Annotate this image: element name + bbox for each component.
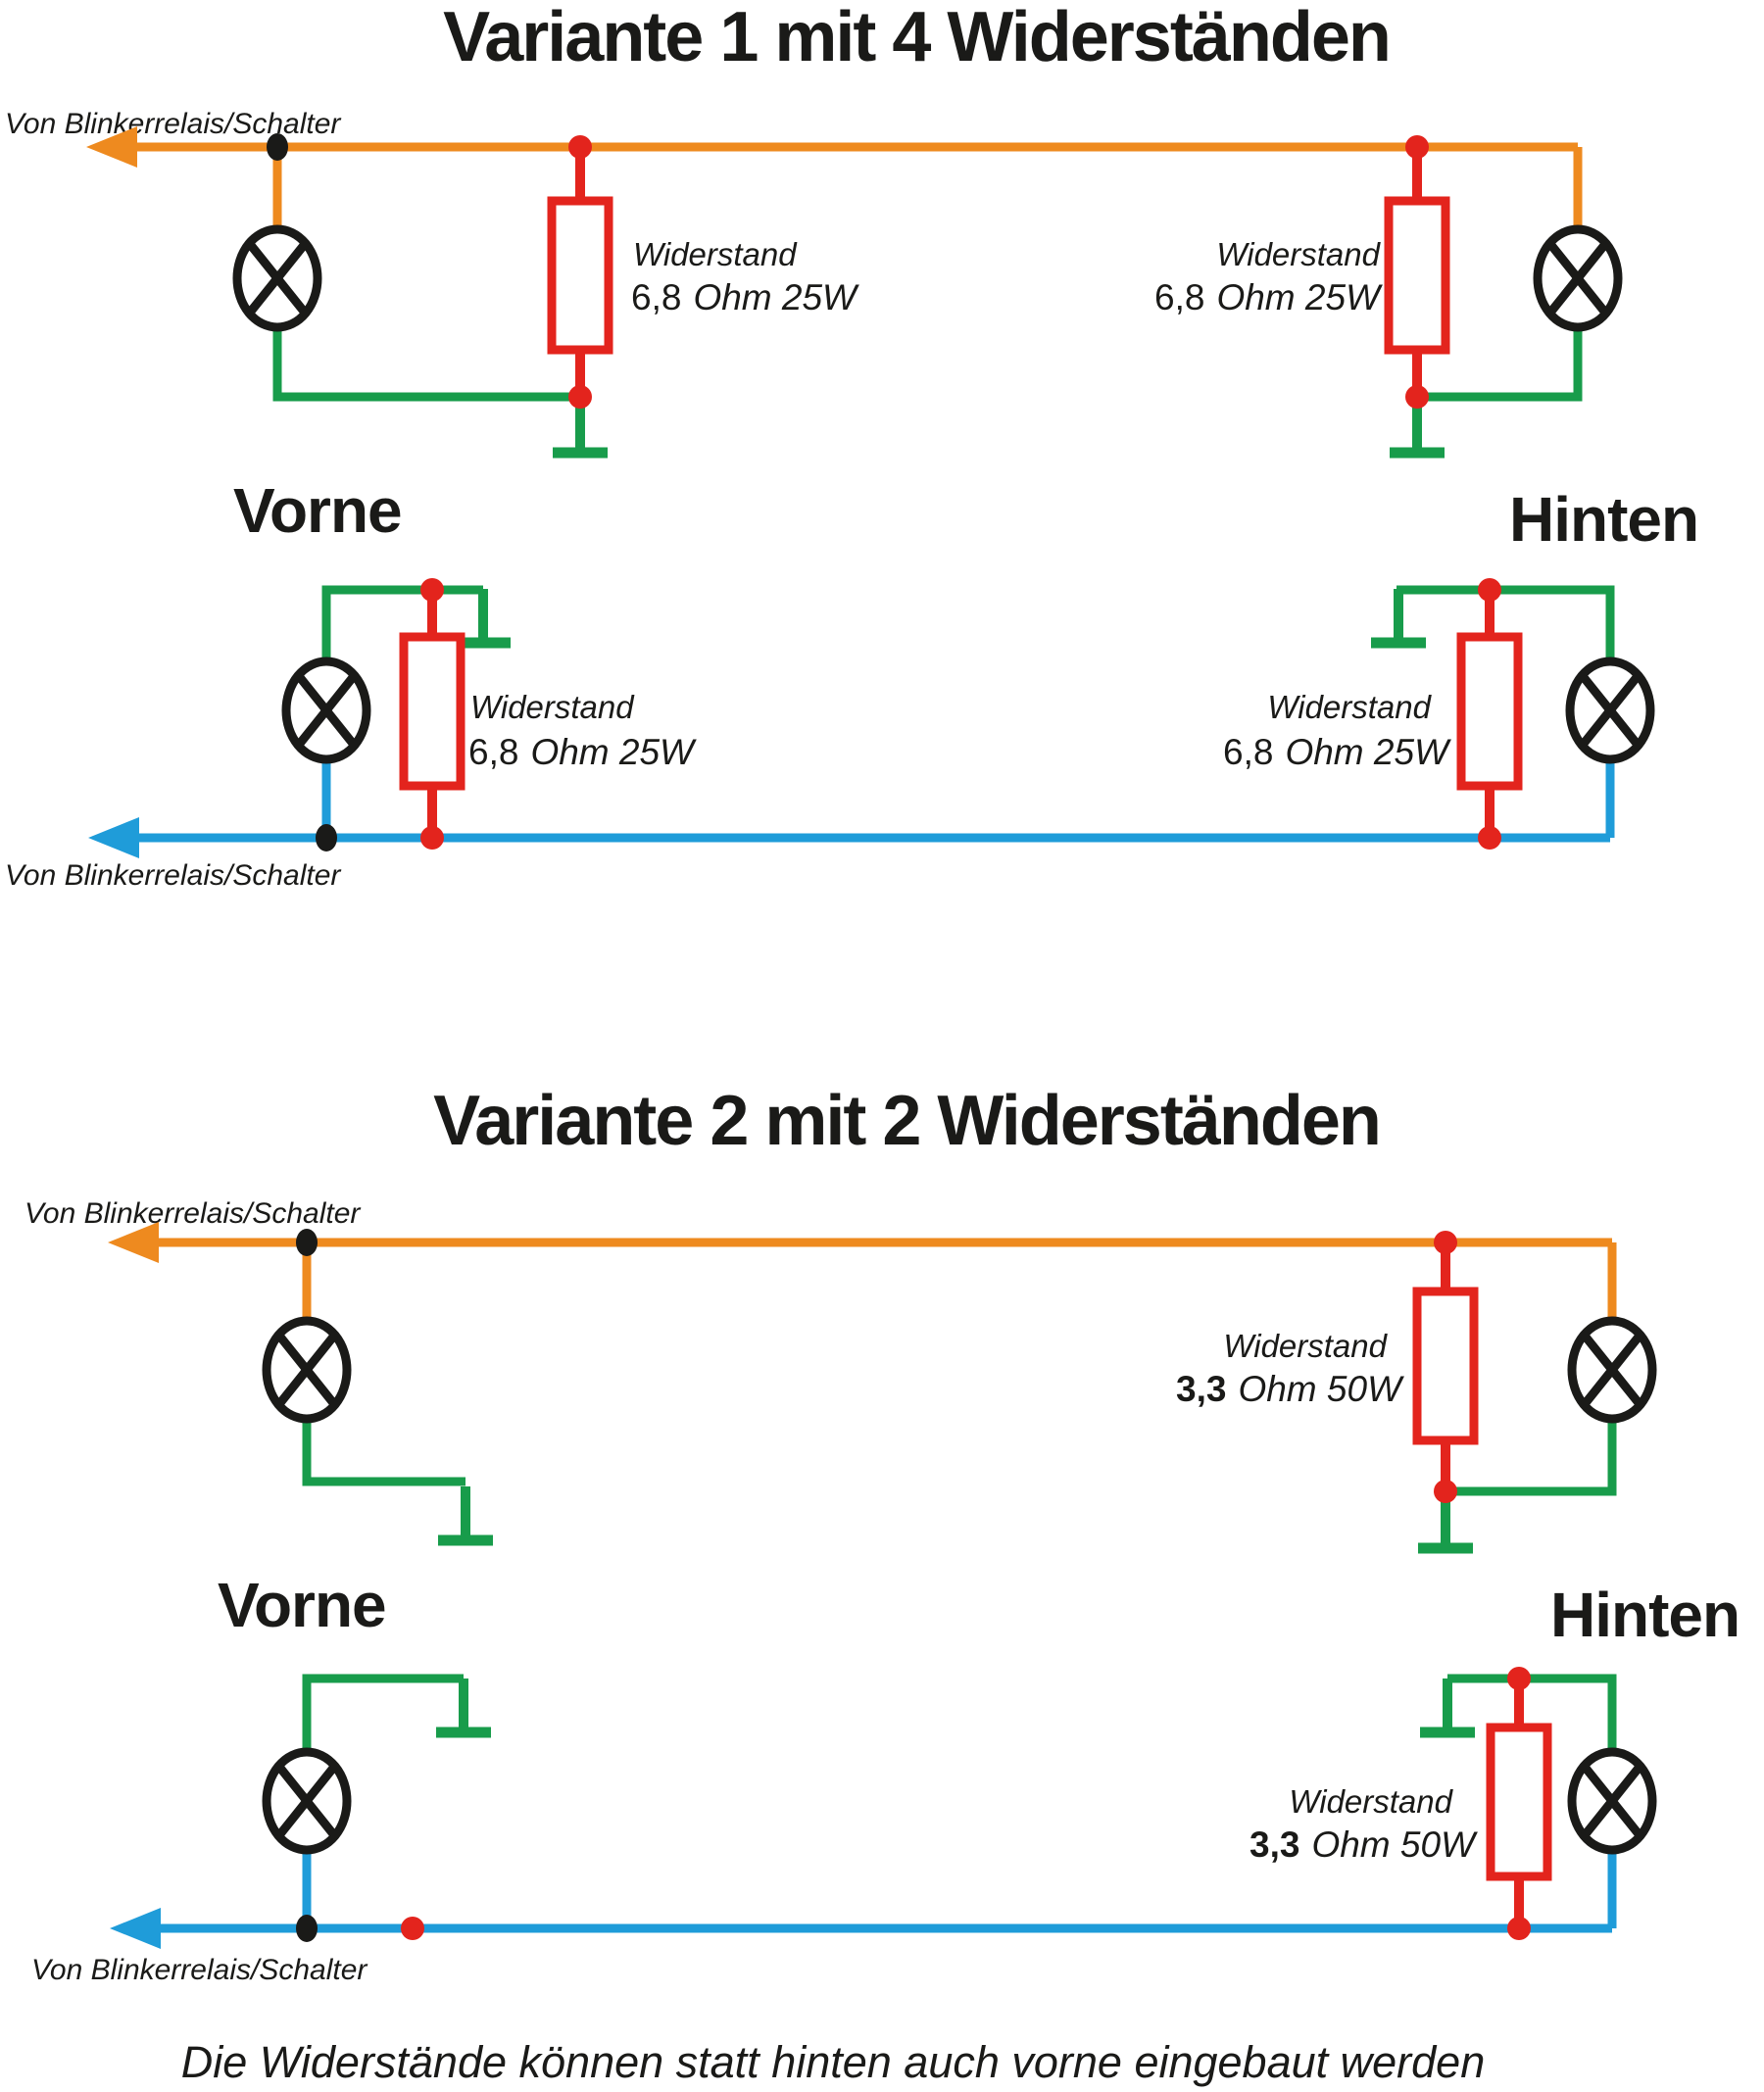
resistor-value: 6,8 xyxy=(1154,277,1204,317)
junction-dot-red xyxy=(1478,578,1501,602)
resistor-unit: Ohm 25W xyxy=(1216,277,1383,317)
variant2-bottom-circuit xyxy=(110,1667,1652,1949)
resistor-unit: Ohm 50W xyxy=(1311,1824,1478,1865)
ground-wire xyxy=(272,325,580,402)
variant1-rear-label: Hinten xyxy=(1509,484,1698,555)
junction-dot-red xyxy=(1507,1667,1531,1690)
resistor-label: Widerstand xyxy=(470,689,635,725)
ground-icon xyxy=(1420,1678,1475,1732)
resistor-symbol xyxy=(1491,1727,1547,1876)
resistor-value: 6,8 xyxy=(631,277,681,317)
resistor-value-label: 3,3 Ohm 50W xyxy=(1176,1369,1404,1409)
lamp-icon-front xyxy=(267,1752,347,1850)
junction-dot-red xyxy=(1405,385,1429,409)
junction-dot-red xyxy=(1434,1480,1457,1503)
lamp-icon-rear xyxy=(1538,229,1618,327)
variant1-top-source-label: Von Blinkerrelais/Schalter xyxy=(5,108,341,140)
resistor-symbol xyxy=(1461,637,1518,786)
ground-wire xyxy=(1447,1674,1617,1754)
variant2-front-label: Vorne xyxy=(218,1570,386,1640)
junction-dot-black xyxy=(296,1915,318,1942)
ground-wire xyxy=(1446,1417,1617,1496)
resistor-value-label: 6,8 Ohm 25W xyxy=(631,277,859,317)
variant2-rear-label: Hinten xyxy=(1550,1580,1740,1650)
resistor-unit: Ohm 50W xyxy=(1238,1369,1404,1409)
variant1-front-label: Vorne xyxy=(233,475,402,546)
footer-note: Die Widerstände können statt hinten auch… xyxy=(181,2037,1485,2087)
resistor-value: 6,8 xyxy=(468,732,518,772)
resistor-symbol xyxy=(552,201,609,350)
junction-dot-red xyxy=(1507,1917,1531,1940)
junction-dot-red xyxy=(420,826,444,850)
ground-wire xyxy=(302,1417,466,1486)
resistor-symbol xyxy=(404,637,461,786)
resistor-label: Widerstand xyxy=(1289,1783,1453,1820)
lamp-icon-front xyxy=(286,661,367,759)
ground-wire xyxy=(1417,325,1583,402)
junction-dot-black xyxy=(296,1229,318,1256)
variant1-top-circuit xyxy=(86,126,1618,453)
junction-dot-red xyxy=(401,1917,424,1940)
variant2-title: Variante 2 mit 2 Widerständen xyxy=(433,1082,1380,1160)
junction-dot-red xyxy=(420,578,444,602)
variant2-top-source-label: Von Blinkerrelais/Schalter xyxy=(24,1197,361,1230)
resistor-value-label: 6,8 Ohm 25W xyxy=(1223,732,1451,772)
resistor-unit: Ohm 25W xyxy=(693,277,859,317)
resistor-value-label: 3,3 Ohm 50W xyxy=(1250,1824,1478,1865)
variant2-top-circuit xyxy=(108,1222,1652,1548)
variant1-bottom-circuit xyxy=(88,578,1650,858)
resistor-symbol xyxy=(1389,201,1446,350)
lamp-icon-rear xyxy=(1570,661,1650,759)
lamp-icon-rear xyxy=(1572,1752,1652,1850)
ground-wire xyxy=(302,1674,464,1754)
junction-dot-red xyxy=(1434,1231,1457,1254)
junction-dot-red xyxy=(1478,826,1501,850)
resistor-symbol xyxy=(1417,1291,1474,1440)
variant2-bottom-source-label: Von Blinkerrelais/Schalter xyxy=(31,1954,368,1986)
resistor-label: Widerstand xyxy=(1223,1328,1388,1364)
resistor-value: 6,8 xyxy=(1223,732,1273,772)
ground-icon xyxy=(438,1486,493,1540)
resistor-label: Widerstand xyxy=(1267,689,1432,725)
variant1-title: Variante 1 mit 4 Widerständen xyxy=(443,0,1390,76)
resistor-label: Widerstand xyxy=(633,236,798,272)
resistor-value: 3,3 xyxy=(1176,1369,1226,1409)
arrow-left-icon xyxy=(110,1908,161,1949)
resistor-unit: Ohm 25W xyxy=(530,732,697,772)
resistor-unit: Ohm 25W xyxy=(1285,732,1451,772)
resistor-value-label: 6,8 Ohm 25W xyxy=(1154,277,1383,317)
variant1-bottom-source-label: Von Blinkerrelais/Schalter xyxy=(5,859,341,892)
ground-icon xyxy=(436,1678,491,1732)
junction-dot-black xyxy=(267,133,288,161)
arrow-left-icon xyxy=(88,817,139,858)
lamp-icon-rear xyxy=(1572,1321,1652,1419)
lamp-icon-front xyxy=(267,1321,347,1419)
junction-dot-red xyxy=(1405,135,1429,159)
ground-wire xyxy=(1396,585,1615,666)
resistor-value-label: 6,8 Ohm 25W xyxy=(468,732,697,772)
junction-dot-red xyxy=(568,385,592,409)
junction-dot-black xyxy=(316,824,337,851)
ground-icon xyxy=(1371,589,1426,643)
resistor-value: 3,3 xyxy=(1250,1824,1299,1865)
resistor-label: Widerstand xyxy=(1216,236,1381,272)
junction-dot-red xyxy=(568,135,592,159)
lamp-icon-front xyxy=(237,229,318,327)
